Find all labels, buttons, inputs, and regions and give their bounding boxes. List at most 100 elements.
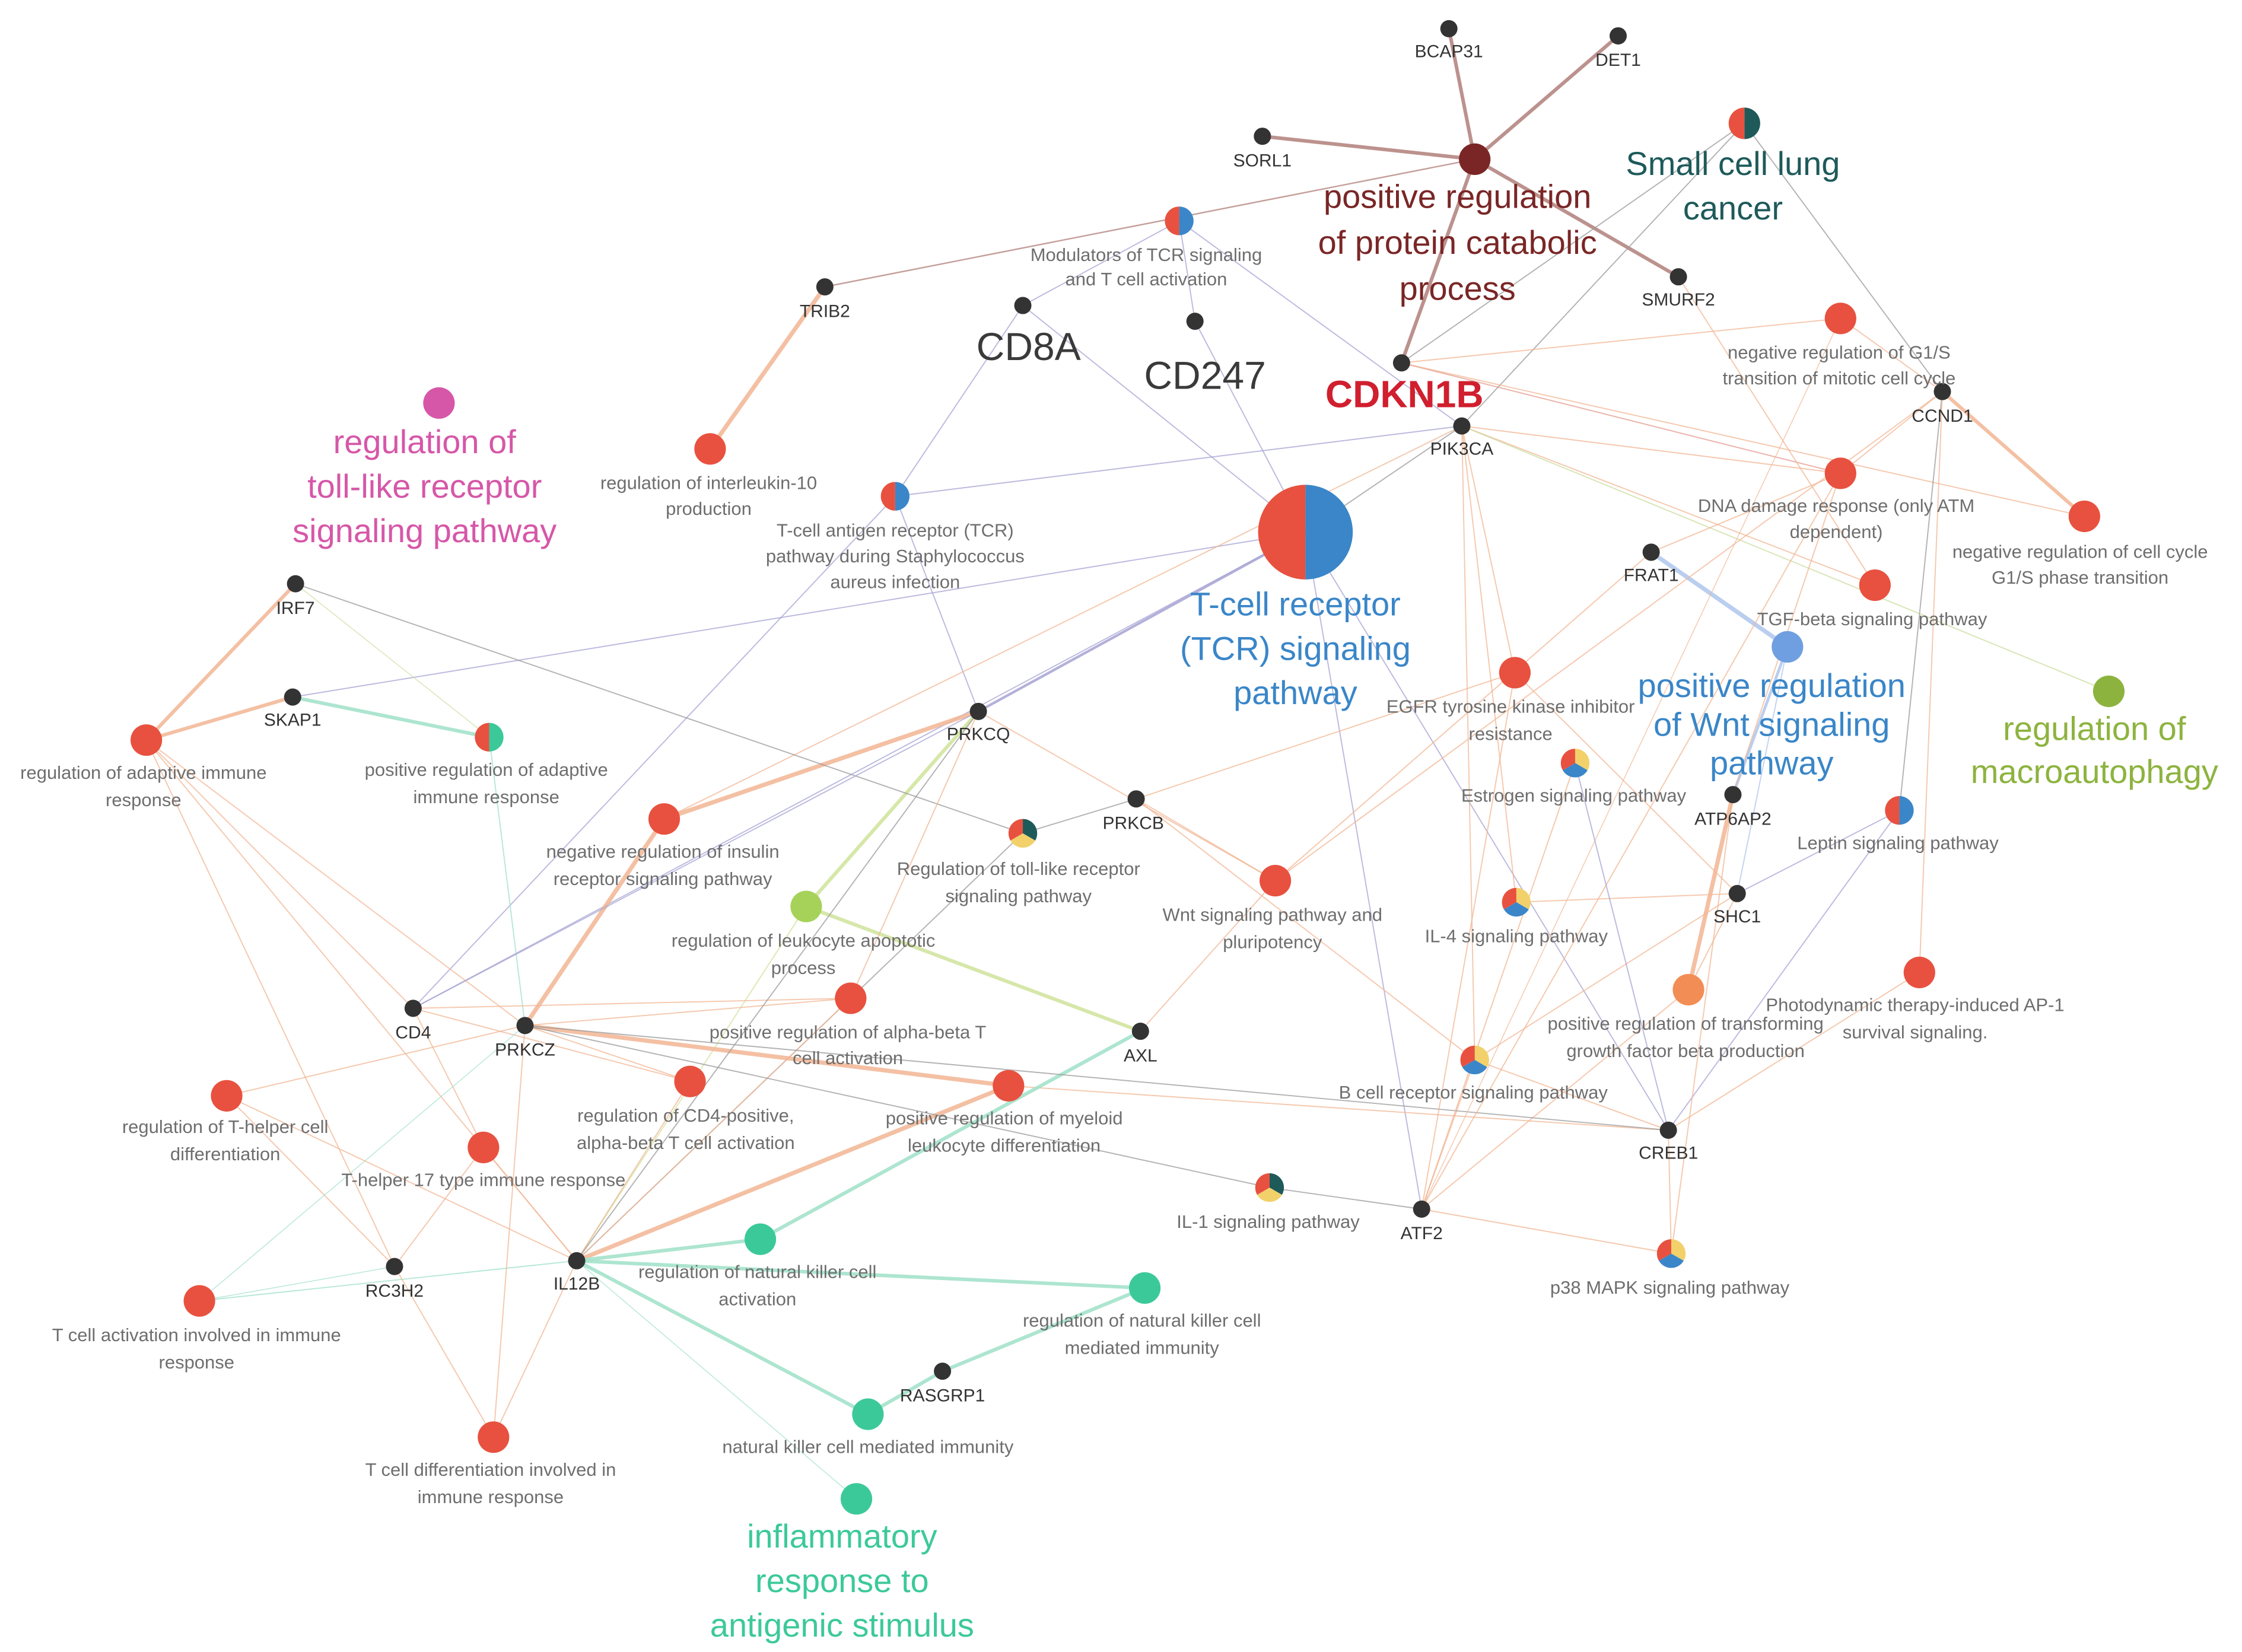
gene-node-CCND1[interactable] — [1933, 383, 1951, 400]
term-node-wntpluri[interactable] — [1260, 865, 1292, 897]
term-node-leukapop[interactable] — [790, 890, 822, 922]
edge-IL12B-nkact — [576, 1237, 761, 1263]
term-node-egfr[interactable] — [1499, 657, 1531, 689]
edge-SORL1-ppcp — [1262, 134, 1475, 161]
edge-SKAP1-posadapt — [292, 695, 490, 739]
term-node-leptin[interactable] — [1885, 795, 1914, 825]
gene-node-ATF2[interactable] — [1413, 1200, 1430, 1218]
term-label-tolllike: Regulation of toll-like receptor — [897, 858, 1140, 879]
gene-node-SMURF2[interactable] — [1669, 268, 1687, 286]
gene-node-SKAP1[interactable] — [284, 688, 301, 706]
term-node-tcact-fill — [183, 1285, 215, 1317]
gene-node-CREB1[interactable] — [1659, 1121, 1677, 1139]
term-node-myeloid[interactable] — [993, 1069, 1025, 1102]
term-node-ncc[interactable] — [2068, 500, 2100, 533]
gene-node-ATP6AP2[interactable] — [1724, 786, 1742, 804]
gene-label-CDKN1B: CDKN1B — [1325, 373, 1484, 416]
term-node-il4[interactable] — [1502, 887, 1531, 917]
edge-PRKCZ-adapt — [146, 739, 526, 1026]
gene-node-CDKN1B[interactable] — [1392, 354, 1410, 372]
term-node-il1[interactable] — [1255, 1173, 1284, 1202]
edge-CREB1-leptin — [1668, 810, 1900, 1131]
edge-PIK3CA-bcr — [1461, 426, 1475, 1060]
term-node-posadapt-slice-0 — [489, 722, 504, 752]
term-node-bcr[interactable] — [1460, 1045, 1489, 1075]
term-node-ddr[interactable] — [1824, 457, 1856, 489]
gene-node-PRKCQ[interactable] — [969, 702, 987, 720]
gene-label-RASGRP1: RASGRP1 — [900, 1386, 985, 1405]
gene-node-PIK3CA[interactable] — [1453, 417, 1471, 435]
term-node-estro-slice-1 — [1563, 763, 1588, 778]
term-label-insulin: negative regulation of insulin — [546, 841, 780, 862]
term-node-estro-slice-0 — [1575, 749, 1590, 771]
gene-node-IRF7[interactable] — [287, 575, 304, 593]
edge-IRF7-posadapt — [295, 583, 489, 738]
term-node-nkmed[interactable] — [1128, 1272, 1161, 1304]
gene-node-RC3H2[interactable] — [386, 1258, 403, 1275]
term-node-ap1[interactable] — [1903, 956, 1935, 989]
term-node-tlr-fill — [423, 387, 455, 419]
edge-CDKN1B-ncc — [1401, 362, 2085, 517]
term-node-nkact[interactable] — [744, 1223, 777, 1255]
term-node-tcact[interactable] — [183, 1285, 215, 1317]
term-node-ab[interactable] — [835, 982, 867, 1014]
edge-FRAT1-ddr — [1651, 473, 1841, 553]
gene-node-IL12B[interactable] — [568, 1252, 586, 1269]
term-node-inflam[interactable] — [840, 1483, 873, 1515]
gene-node-CD4[interactable] — [404, 1000, 422, 1017]
term-node-sclc[interactable] — [1728, 107, 1760, 139]
term-node-cd4ab[interactable] — [674, 1065, 706, 1097]
term-node-posadapt[interactable] — [475, 722, 504, 752]
gene-node-PRKCB[interactable] — [1127, 790, 1145, 808]
term-label-ab: positive regulation of alpha-beta T — [710, 1022, 987, 1043]
gene-node-CD8A[interactable] — [1014, 297, 1032, 314]
gene-node-PRKCZ[interactable] — [516, 1017, 534, 1035]
edge-SMURF2-ppcp — [1474, 157, 1680, 279]
term-node-insulin[interactable] — [648, 803, 680, 835]
term-node-tcr[interactable] — [1258, 485, 1353, 580]
term-node-macro[interactable] — [2092, 675, 2125, 708]
gene-label-SORL1: SORL1 — [1233, 151, 1292, 170]
term-node-estro[interactable] — [1560, 749, 1590, 778]
term-node-tgfb[interactable] — [1859, 569, 1891, 601]
gene-node-FRAT1[interactable] — [1642, 543, 1660, 561]
gene-node-CD247[interactable] — [1186, 313, 1204, 330]
gene-node-TRIB2[interactable] — [816, 278, 834, 296]
gene-node-RASGRP1[interactable] — [934, 1363, 952, 1380]
term-node-tolllike[interactable] — [1008, 819, 1038, 848]
term-node-tlr[interactable] — [423, 387, 455, 419]
edge-CDKN1B-g1s — [1401, 317, 1841, 364]
term-node-tgfbprod[interactable] — [1672, 973, 1704, 1006]
gene-node-AXL[interactable] — [1131, 1023, 1149, 1040]
term-node-nkimm[interactable] — [852, 1398, 884, 1430]
gene-label-DET1: DET1 — [1595, 50, 1641, 70]
term-label-tcact: T cell activation involved in immune — [52, 1325, 341, 1345]
term-node-tcdiff[interactable] — [478, 1421, 510, 1453]
gene-node-SORL1[interactable] — [1254, 128, 1271, 145]
term-node-th17[interactable] — [468, 1131, 500, 1163]
edge-IRF7-adapt — [145, 583, 297, 741]
edge-PRKCQ-leukapop — [804, 710, 980, 908]
term-node-il10[interactable] — [694, 433, 726, 465]
gene-node-SHC1[interactable] — [1728, 884, 1746, 902]
term-label-tlr: signaling pathway — [292, 512, 556, 549]
edge-PRKCB-bcr — [1136, 798, 1475, 1061]
term-node-modtcr-slice-1 — [1165, 206, 1179, 235]
term-node-ppcp[interactable] — [1459, 143, 1491, 175]
term-node-tgfbprod-fill — [1672, 973, 1704, 1006]
gene-node-DET1[interactable] — [1609, 27, 1627, 44]
term-node-modtcr[interactable] — [1165, 206, 1194, 235]
term-node-sclc-slice-0 — [1744, 107, 1760, 139]
term-label-wntpluri: Wnt signaling pathway and — [1163, 904, 1383, 925]
term-node-g1s[interactable] — [1824, 303, 1856, 335]
term-node-adapt[interactable] — [131, 724, 163, 756]
term-node-wnt[interactable] — [1772, 631, 1804, 663]
term-node-tcrstaph[interactable] — [880, 482, 910, 511]
edge-ATP6AP2-p38 — [1671, 794, 1734, 1254]
edge-ATF2-ddr — [1421, 473, 1842, 1209]
gene-node-BCAP31[interactable] — [1440, 20, 1458, 37]
term-node-p38[interactable] — [1656, 1239, 1686, 1268]
term-node-th[interactable] — [211, 1080, 243, 1112]
edge-layer — [145, 28, 2109, 1500]
